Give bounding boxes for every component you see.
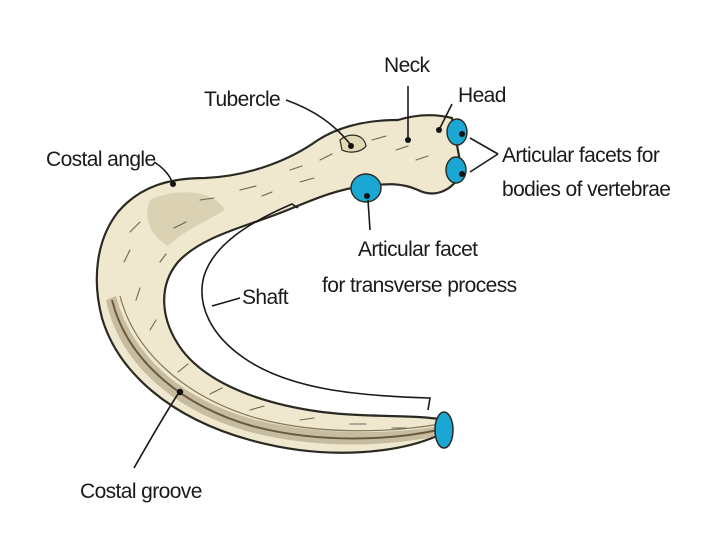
label-neck: Neck <box>384 54 431 77</box>
label-articular-facet-line2: for transverse process <box>322 274 517 297</box>
bone-texture <box>123 135 429 429</box>
label-tubercle: Tubercle <box>204 88 280 111</box>
label-shaft: Shaft <box>242 286 289 309</box>
sternal-end-facet <box>434 411 454 449</box>
transverse-process-facet <box>350 173 382 203</box>
leader-lines <box>133 86 499 469</box>
rib-bone <box>95 114 468 454</box>
costal-groove-line <box>111 299 439 440</box>
shaft-bracket <box>201 203 431 411</box>
head-facet-lower <box>445 156 467 184</box>
label-articular-facets-line1: Articular facets for <box>502 144 660 167</box>
costal-angle-shading <box>147 192 225 246</box>
label-head: Head <box>458 84 506 107</box>
label-articular-facets-line2: bodies of vertebrae <box>502 178 670 201</box>
head-facet-upper <box>446 118 468 146</box>
label-costal-angle: Costal angle <box>46 148 156 171</box>
costal-groove-line-2 <box>119 295 441 432</box>
label-costal-groove: Costal groove <box>80 480 202 503</box>
label-articular-facet-line1: Articular facet <box>358 238 478 261</box>
